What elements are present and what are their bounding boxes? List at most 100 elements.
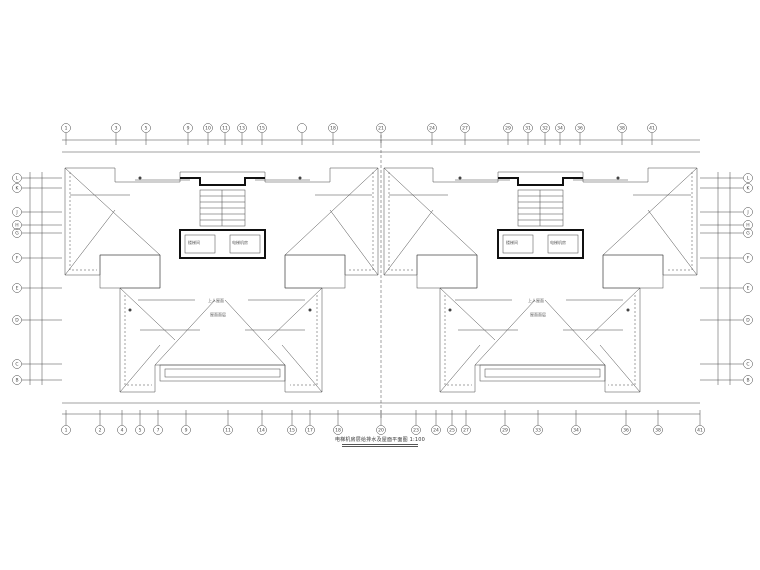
axis-right-1-bubble — [743, 183, 753, 193]
axis-bottom-10-label: 18 — [335, 428, 341, 434]
room-label-machine-left: 电梯机房 — [232, 239, 248, 245]
axis-left-9-bubble — [12, 375, 22, 385]
axis-bottom-8-label: 15 — [289, 428, 295, 434]
room-label-surface-left: 屋面面层 — [210, 311, 226, 317]
axis-top-11-label: 24 — [429, 126, 435, 132]
axis-bottom-11-bubble — [376, 425, 386, 435]
axis-bottom-20-label: 38 — [655, 428, 661, 434]
axis-bottom-18-bubble — [571, 425, 581, 435]
axis-top-19-bubble — [647, 123, 657, 133]
axis-bottom-17-label: 33 — [535, 428, 541, 434]
axis-top-18-bubble — [617, 123, 627, 133]
room-label-roof-right: 上人屋面 — [528, 297, 544, 303]
axis-top-9-label: 18 — [330, 126, 336, 132]
axis-bottom-12-bubble — [411, 425, 421, 435]
axis-bottom-11-label: 20 — [378, 428, 384, 434]
axis-top-11-bubble — [427, 123, 437, 133]
axis-bottom-0-label: 1 — [65, 428, 68, 434]
axis-top-2-bubble — [141, 123, 151, 133]
axis-right-7-label: D — [746, 318, 750, 324]
axis-bottom-4-bubble — [153, 425, 163, 435]
axis-bottom-9-bubble — [305, 425, 315, 435]
axis-bottom-6-label: 11 — [225, 428, 231, 434]
axis-top-17-label: 36 — [577, 126, 583, 132]
axis-top-10-label: 21 — [378, 126, 384, 132]
axis-top-0-bubble — [61, 123, 71, 133]
axis-top-16-bubble — [555, 123, 565, 133]
axis-right-0-bubble — [743, 173, 753, 183]
axis-bottom-19-label: 36 — [623, 428, 629, 434]
axis-bottom-0-bubble — [61, 425, 71, 435]
axis-right-4-bubble — [743, 228, 753, 238]
axis-left-7-label: D — [15, 318, 19, 324]
axis-right-7-bubble — [743, 315, 753, 325]
axis-right-4-label: G — [746, 231, 750, 237]
axis-bottom-10-bubble — [333, 425, 343, 435]
axis-top-3-bubble — [183, 123, 193, 133]
axis-right-9-bubble — [743, 375, 753, 385]
axis-left-2-bubble — [12, 207, 22, 217]
axis-left-6-label: E — [16, 286, 19, 292]
axis-bottom-13-bubble — [431, 425, 441, 435]
axis-bottom-8-bubble — [287, 425, 297, 435]
axis-bottom-16-label: 29 — [502, 428, 508, 434]
axis-left-8-label: C — [15, 362, 18, 368]
room-label-roof-left: 上人屋面 — [208, 297, 224, 303]
axis-bottom-4-label: 7 — [157, 428, 160, 434]
axis-right-9-label: B — [746, 378, 749, 384]
axis-right-6-bubble — [743, 283, 753, 293]
drawing-title: 电梯机房层给排水及屋面平面图 1:100 — [0, 436, 760, 443]
drawing-title-text: 电梯机房层给排水及屋面平面图 — [334, 437, 408, 443]
axis-top-5-label: 11 — [222, 126, 228, 132]
axis-top-5-bubble — [220, 123, 230, 133]
axis-bottom-14-bubble — [447, 425, 457, 435]
axis-right-8-bubble — [743, 359, 753, 369]
axis-top-16-label: 34 — [557, 126, 563, 132]
room-label-machine-right: 电梯机房 — [550, 239, 566, 245]
axis-top-3-label: 9 — [187, 126, 190, 132]
axis-bottom-7-label: 14 — [259, 428, 265, 434]
room-label-surface-right: 屋面面层 — [530, 311, 546, 317]
axis-top-1-bubble — [111, 123, 121, 133]
axis-bottom-15-bubble — [461, 425, 471, 435]
axis-top-17-bubble — [575, 123, 585, 133]
axis-bottom-5-bubble — [181, 425, 191, 435]
axis-top-1-label: 3 — [115, 126, 118, 132]
axis-bottom-14-label: 25 — [449, 428, 455, 434]
axis-right-8-label: C — [746, 362, 749, 368]
axis-left-4-bubble — [12, 228, 22, 238]
axis-left-3-bubble — [12, 220, 22, 230]
axis-bottom-6-bubble — [223, 425, 233, 435]
axis-top-10-bubble — [376, 123, 386, 133]
axis-left-4-label: G — [15, 231, 19, 237]
axis-top-7-label: 15 — [259, 126, 265, 132]
axis-left-2-label: J — [15, 210, 17, 216]
drawing-scale: 1:100 — [409, 437, 426, 443]
axis-left-1-label: K — [16, 186, 20, 192]
title-underline — [342, 444, 418, 445]
axis-top-19-label: 41 — [649, 126, 655, 132]
room-label-stair-left: 楼梯间 — [188, 239, 200, 245]
axis-bottom-19-bubble — [621, 425, 631, 435]
axis-left-0-bubble — [12, 173, 22, 183]
axis-left-8-bubble — [12, 359, 22, 369]
axis-top-15-label: 32 — [542, 126, 548, 132]
title-underline-2 — [342, 446, 418, 447]
axis-top-6-label: 13 — [239, 126, 245, 132]
axis-bottom-16-bubble — [500, 425, 510, 435]
axis-right-1-label: K — [747, 186, 751, 192]
axis-top-8-bubble — [297, 123, 307, 133]
axis-bottom-1-label: 2 — [99, 428, 102, 434]
axis-bottom-18-label: 34 — [573, 428, 579, 434]
axis-right-0-label: L — [747, 176, 750, 182]
axis-left-3-label: H — [15, 223, 18, 229]
axis-left-1-bubble — [12, 183, 22, 193]
axis-right-3-bubble — [743, 220, 753, 230]
axis-right-3-label: H — [746, 223, 749, 229]
axis-left-5-label: F — [16, 256, 19, 262]
axis-right-5-bubble — [743, 253, 753, 263]
axis-right-5-label: F — [747, 256, 750, 262]
axis-bottom-5-label: 9 — [185, 428, 188, 434]
axis-top-7-bubble — [257, 123, 267, 133]
